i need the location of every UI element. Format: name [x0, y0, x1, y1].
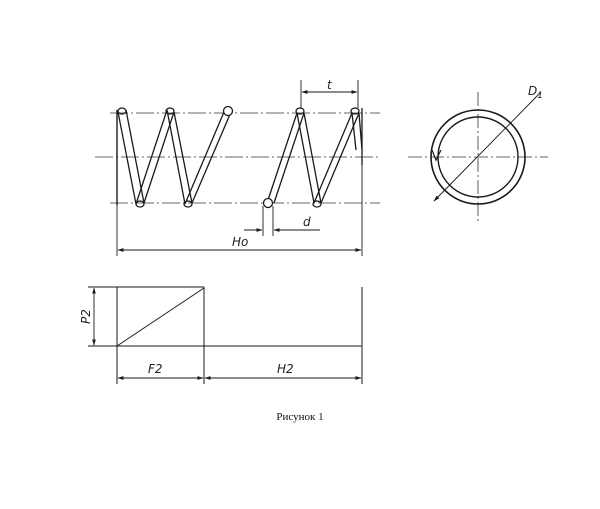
force-diagram: P2 F2 H2	[79, 286, 363, 384]
force-label: P2	[79, 309, 93, 324]
deflection-label: F2	[148, 362, 163, 376]
pitch-label: t	[327, 78, 333, 92]
figure-caption: Рисунок 1	[276, 411, 323, 423]
spring-side-view: t d Ho	[95, 78, 380, 256]
spring-end-view: D1	[408, 84, 548, 222]
wire-diameter-dimension: d	[244, 206, 320, 236]
free-length-dimension: Ho	[116, 165, 363, 256]
free-length-label: Ho	[232, 235, 248, 249]
coil-section-top-left	[222, 105, 234, 117]
ring-wire-end	[431, 149, 442, 162]
diagram-load-line	[116, 287, 205, 347]
outer-diameter-leader	[433, 92, 541, 202]
outer-diameter-subscript: 1	[537, 91, 543, 101]
working-length-label: H2	[277, 362, 294, 376]
pitch-dimension: t	[300, 78, 359, 108]
right-coils	[266, 107, 363, 208]
outer-diameter-label: D1	[528, 84, 543, 101]
wire-diameter-label: d	[303, 215, 311, 229]
ring-outer-circle	[430, 109, 526, 205]
left-coils	[117, 107, 232, 208]
coil-section-bottom	[262, 197, 274, 209]
